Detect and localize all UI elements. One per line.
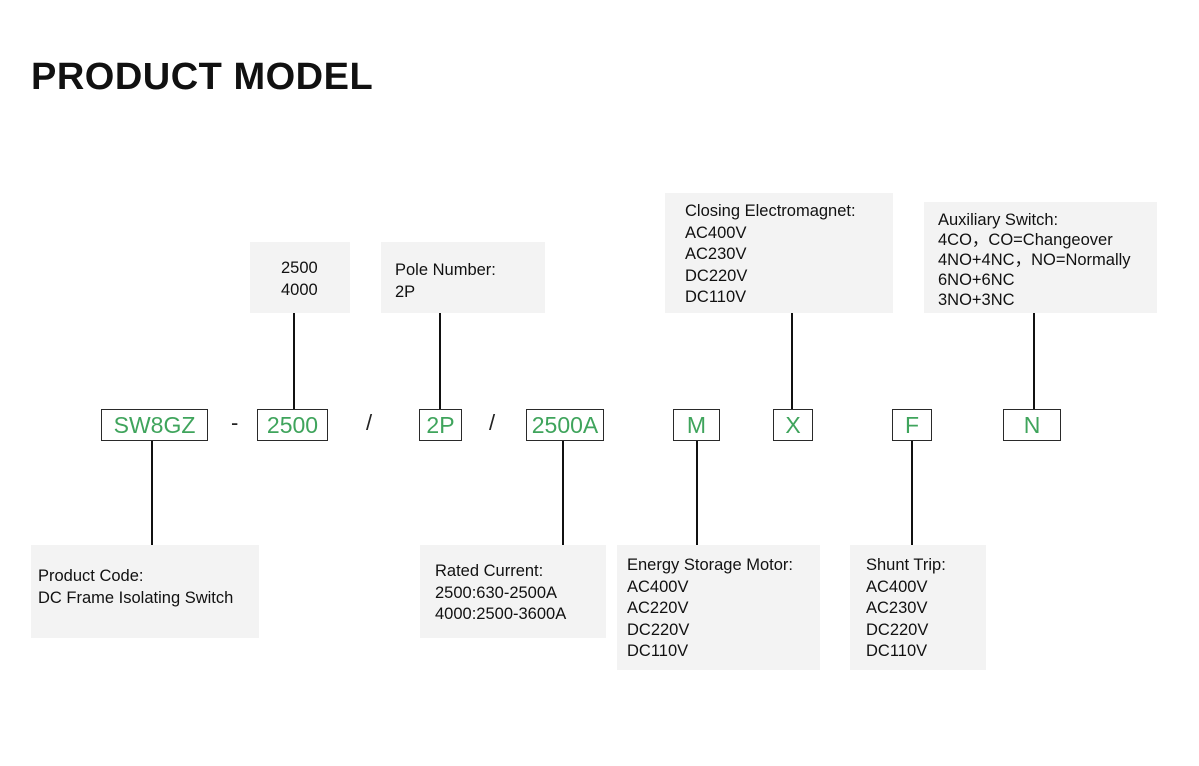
code-current: 2500 [257, 409, 328, 441]
box-line: DC220V [685, 266, 748, 285]
box-line: 2P [395, 282, 416, 301]
auxiliary-switch-box: Auxiliary Switch: 4CO，CO=Changeover 4NO+… [924, 202, 1157, 313]
product-code-box: Product Code: DC Frame Isolating Switch [31, 545, 259, 638]
box-line: 2500:630-2500A [435, 583, 558, 602]
separator-dash: - [231, 410, 239, 435]
box-line: AC230V [866, 599, 928, 617]
box-line: AC400V [866, 577, 928, 596]
connector-line-motor [696, 441, 698, 545]
energy-storage-motor-box: Energy Storage Motor: AC400V AC220V DC22… [617, 545, 820, 670]
box-line: 3NO+3NC [938, 291, 1015, 309]
box-line: Rated Current: [435, 562, 544, 580]
current-options-box: 2500 4000 [250, 242, 350, 313]
box-line: 4000 [281, 280, 318, 299]
connector-line-shunt [911, 441, 913, 545]
box-line: DC110V [627, 642, 689, 660]
box-line: DC Frame Isolating Switch [38, 588, 234, 607]
connector-line-rated [562, 441, 564, 545]
box-line: 4NO+4NC，NO=Normally [938, 251, 1131, 269]
box-line: DC220V [866, 620, 929, 639]
code-rated: 2500A [526, 409, 604, 441]
box-line: Auxiliary Switch: [938, 211, 1059, 229]
box-line: DC220V [627, 620, 690, 639]
box-line: DC110V [866, 642, 928, 660]
code-shunt: F [892, 409, 932, 441]
pole-number-box: Pole Number: 2P [381, 242, 545, 313]
connector-line-current [293, 313, 295, 409]
box-line: AC220V [627, 599, 689, 617]
code-poles: 2P [419, 409, 462, 441]
connector-line-electromagnet [791, 313, 793, 409]
connector-line-auxiliary [1033, 313, 1035, 409]
box-line: 4CO，CO=Changeover [938, 231, 1113, 249]
box-line: 2500 [281, 259, 318, 277]
box-line: AC400V [627, 577, 689, 596]
code-product: SW8GZ [101, 409, 208, 441]
connector-line-product [151, 441, 153, 545]
closing-electromagnet-box: Closing Electromagnet: AC400V AC230V DC2… [665, 193, 893, 313]
box-line: Product Code: [38, 567, 144, 585]
box-line: Energy Storage Motor: [627, 556, 793, 574]
box-line: Pole Number: [395, 261, 496, 279]
box-line: DC110V [685, 288, 747, 306]
box-line: Closing Electromagnet: [685, 202, 856, 220]
separator-slash: / [489, 410, 496, 435]
page-title: PRODUCT MODEL [31, 56, 374, 98]
shunt-trip-box: Shunt Trip: AC400V AC230V DC220V DC110V [850, 545, 986, 670]
rated-current-box: Rated Current: 2500:630-2500A 4000:2500-… [420, 545, 606, 638]
connector-line-poles [439, 313, 441, 409]
code-motor: M [673, 409, 720, 441]
code-auxiliary: N [1003, 409, 1061, 441]
box-line: AC400V [685, 223, 747, 242]
box-line: AC230V [685, 245, 747, 263]
box-line: 4000:2500-3600A [435, 605, 567, 623]
code-electromagnet: X [773, 409, 813, 441]
box-line: 6NO+6NC [938, 271, 1015, 289]
separator-slash: / [366, 410, 373, 435]
box-line: Shunt Trip: [866, 556, 946, 574]
